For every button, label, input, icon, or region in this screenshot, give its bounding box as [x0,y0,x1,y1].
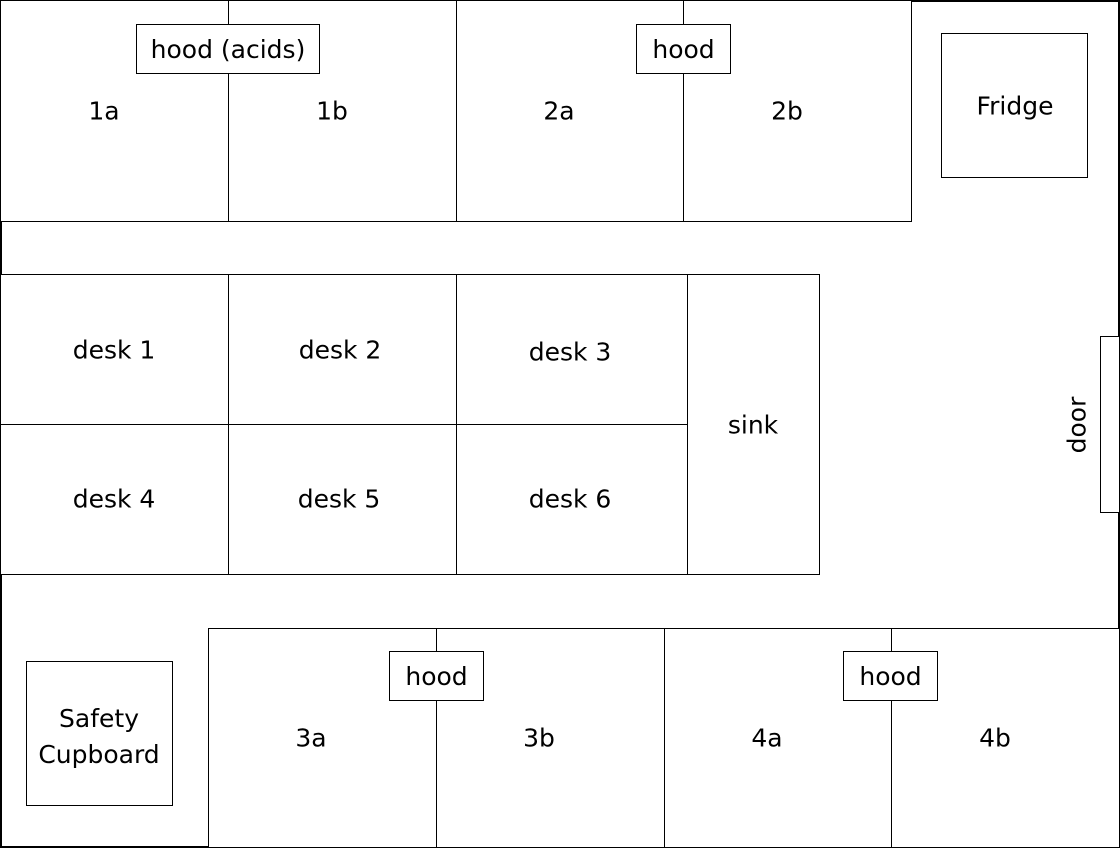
door-label: door [1062,396,1092,454]
sink [687,274,820,575]
desk-row-divider [0,424,688,425]
bench-divider [664,628,665,848]
desk-5-label: desk 5 [297,484,381,514]
hood-label-bottom-right: hood [843,651,938,701]
bench-4b-label: 4b [979,723,1011,753]
bench-divider [683,0,684,222]
hood-acids-label: hood (acids) [136,24,320,74]
desk-4-label: desk 4 [72,484,156,514]
bench-2a-label: 2a [543,96,575,126]
bench-1a-label: 1a [88,96,120,126]
desk-3-label: desk 3 [528,337,612,367]
safety-cupboard-label-line2: Cupboard [38,740,160,769]
bench-divider [228,0,229,222]
desk-divider [228,274,229,575]
desk-divider [456,274,457,575]
bench-divider [456,0,457,222]
safety-cupboard-label-line1: Safety [59,704,139,733]
fridge-label: Fridge [976,91,1054,121]
sink-label: sink [727,410,779,440]
bench-divider [891,628,892,848]
safety-cupboard-label: Safety Cupboard [38,701,159,773]
bench-3b-label: 3b [523,723,555,753]
bench-2b-label: 2b [771,96,803,126]
bench-4a-label: 4a [751,723,783,753]
bench-1b-label: 1b [316,96,348,126]
fridge [941,33,1088,178]
safety-cupboard [26,661,173,806]
bench-divider [436,628,437,848]
hood-label-bottom-left: hood [389,651,484,701]
desk-2-label: desk 2 [298,335,382,365]
desk-1-label: desk 1 [72,335,156,365]
bench-3a-label: 3a [295,723,327,753]
hood-label-top-right: hood [636,24,731,74]
desk-6-label: desk 6 [528,484,612,514]
door [1100,336,1120,513]
